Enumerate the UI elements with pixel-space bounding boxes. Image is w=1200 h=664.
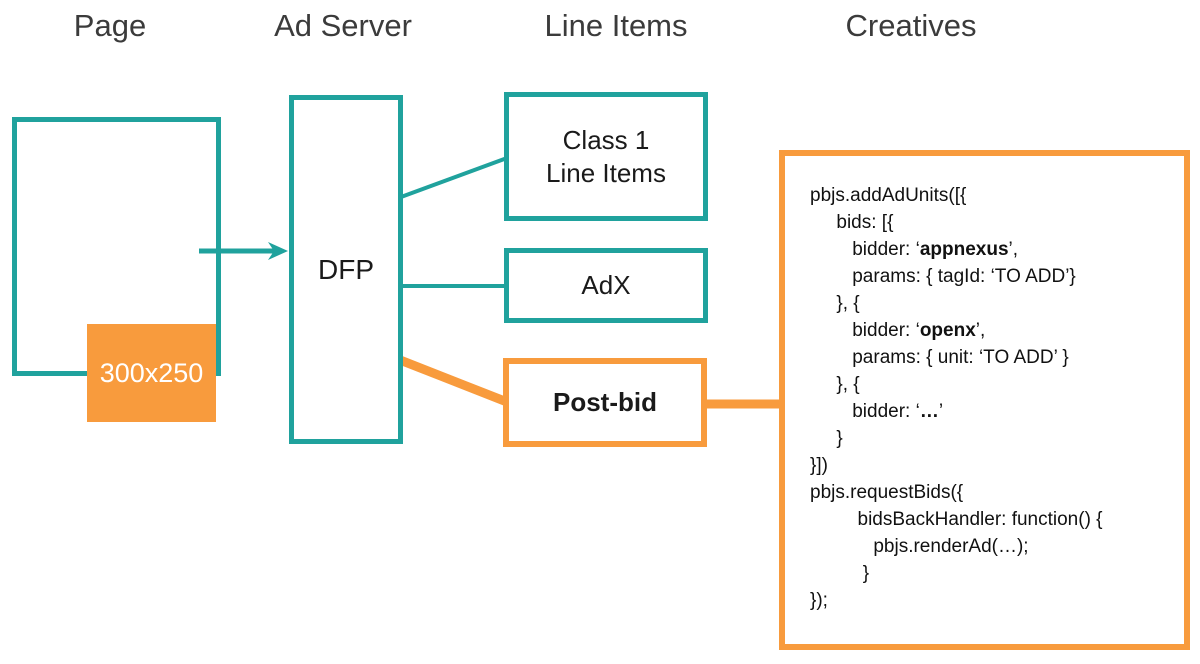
column-heading-page: Page <box>73 8 147 43</box>
column-heading-creatives: Creatives <box>845 8 977 43</box>
adx-box: AdX <box>504 248 708 323</box>
page-box: 300x250 <box>12 117 221 422</box>
creatives-code-box: pbjs.addAdUnits([{ bids: [{ bidder: ‘app… <box>779 150 1190 650</box>
connector-dfp-to-postbid <box>398 355 509 407</box>
ad-slot-300x250: 300x250 <box>87 324 216 422</box>
class1-line-items-box: Class 1 Line Items <box>504 92 708 221</box>
arrowhead-icon <box>268 242 288 260</box>
connector-dfp-to-class1 <box>400 156 508 199</box>
postbid-box: Post-bid <box>503 358 707 447</box>
prebid-code-snippet: pbjs.addAdUnits([{ bids: [{ bidder: ‘app… <box>810 185 1103 611</box>
dfp-box: DFP <box>289 95 403 444</box>
column-heading-line-items: Line Items <box>544 8 688 43</box>
column-heading-ad-server: Ad Server <box>274 8 412 43</box>
